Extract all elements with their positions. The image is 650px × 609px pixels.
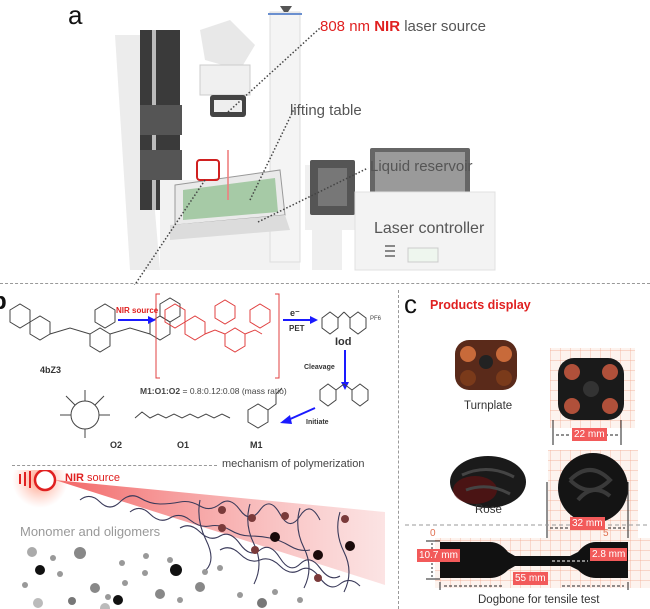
products-photos — [405, 340, 650, 590]
label-electron: e⁻ — [290, 308, 300, 318]
label-mechanism: mechanism of polymerization — [222, 458, 365, 470]
label-nir-beam: NIR source — [65, 472, 121, 484]
laser-head — [199, 64, 251, 96]
panel-c-title: Products display — [430, 298, 531, 312]
divider-mechanism — [12, 465, 217, 466]
measure-dogbone-length: 55 mm — [513, 572, 548, 585]
label-o1: O1 — [177, 440, 190, 450]
label-dye: 4bZ3 — [40, 365, 62, 375]
nir-beam — [55, 480, 385, 585]
divider-vertical — [398, 290, 399, 609]
crosslink-points — [218, 506, 349, 582]
caption-turnplate: Turnplate — [464, 400, 513, 412]
laser-housing — [200, 20, 255, 70]
nir-bulb-icon — [33, 470, 57, 492]
label-nir-source-arrow: NIR source — [116, 306, 159, 315]
measure-rose: 32 mm — [570, 517, 605, 530]
label-pet: PET — [289, 324, 305, 333]
o2-structure — [60, 390, 110, 438]
rose-photo — [450, 456, 526, 508]
iodonium-structure — [321, 311, 367, 335]
panel-a-letter: a — [68, 0, 83, 30]
divider-horizontal-top — [0, 283, 650, 284]
label-m1: M1 — [250, 440, 263, 450]
label-cleavage: Cleavage — [304, 364, 335, 371]
label-initiate: Initiate — [306, 419, 329, 426]
excited-dye-structure — [155, 293, 280, 379]
label-liquid-reservoir: Liquid reservoir — [370, 158, 473, 175]
dye-structure — [9, 297, 181, 353]
label-monomers: Monomer and oligomers — [20, 524, 161, 539]
build-plate — [183, 178, 278, 220]
leader-reservoir — [257, 167, 369, 223]
printer-frame-left — [115, 35, 160, 270]
dogbone-photo — [440, 542, 628, 578]
measure-turnplate: 22 mm — [572, 428, 607, 441]
free-monomers — [22, 547, 303, 609]
ruler-end: 5 — [603, 528, 609, 539]
measure-dogbone-width: 10.7 mm — [417, 549, 460, 562]
label-laser-controller: Laser controller — [374, 220, 485, 237]
rose-grid-photo — [558, 453, 628, 523]
label-laser-source: 808 nm NIR laser source — [320, 18, 486, 35]
panel-b-letter: b — [0, 288, 7, 316]
turnplate-grid-photo — [558, 358, 624, 420]
label-iod: Iod — [335, 336, 352, 348]
turnplate-photo — [455, 340, 517, 390]
m1-structure — [247, 387, 283, 429]
polymerization-illustration — [12, 470, 385, 609]
printer-illustration — [115, 6, 496, 285]
caption-rose: Rose — [475, 504, 502, 516]
ratio-text: M1:O1:O2 = 0.8:0.12:0.08 (mass ratio) — [140, 386, 287, 396]
mechanism-scheme — [9, 293, 369, 438]
focus-box — [196, 159, 220, 181]
panel-c-letter: c — [404, 289, 417, 319]
label-lifting-table: lifting table — [290, 102, 362, 119]
measure-dogbone-neck: 2.8 mm — [590, 548, 628, 561]
label-pf6: PF6 — [370, 316, 382, 322]
ruler-start: 0 — [430, 528, 436, 539]
caption-dogbone: Dogbone for tensile test — [478, 594, 600, 606]
label-o2: O2 — [110, 440, 123, 450]
o1-structure — [134, 411, 231, 419]
